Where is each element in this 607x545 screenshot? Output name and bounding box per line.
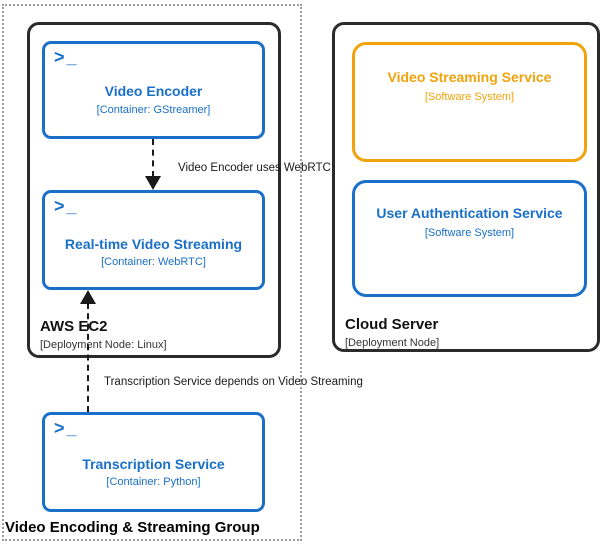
relationship-label: Transcription Service depends on Video S… [104,376,363,388]
container-transcription-service: >_ Transcription Service [Container: Pyt… [42,412,265,512]
system-title: Video Streaming Service [387,69,552,85]
container-video-encoder: >_ Video Encoder [Container: GStreamer] [42,41,265,139]
node-aws-ec2-label: AWS EC2 [Deployment Node: Linux] [40,318,167,351]
node-subtitle: [Deployment Node] [345,337,440,349]
group-video-encoding-streaming: Video Encoding & Streaming Group [2,4,302,541]
node-title: Cloud Server [345,316,439,333]
system-user-authentication-service: User Authentication Service [Software Sy… [352,180,587,297]
terminal-icon: >_ [54,47,79,67]
arrowhead-up-icon [80,290,96,304]
container-title: Real-time Video Streaming [64,236,243,252]
relationship-line-transcription-to-realtime [87,303,89,412]
system-title: User Authentication Service [376,205,563,221]
node-cloud-server-label: Cloud Server [Deployment Node] [345,316,439,349]
node-subtitle: [Deployment Node: Linux] [40,339,167,351]
node-title: AWS EC2 [40,318,108,335]
system-video-streaming-service: Video Streaming Service [Software System… [352,42,587,162]
relationship-line-encoder-to-realtime [152,139,154,177]
container-realtime-video-streaming: >_ Real-time Video Streaming [Container:… [42,190,265,290]
system-subtitle: [Software System] [424,227,515,239]
container-subtitle: [Container: GStreamer] [96,104,211,116]
container-subtitle: [Container: WebRTC] [101,256,206,268]
container-title: Video Encoder [104,83,203,99]
relationship-label: Video Encoder uses WebRTC [178,162,331,174]
terminal-icon: >_ [54,196,79,216]
container-title: Transcription Service [82,456,225,472]
group-label: Video Encoding & Streaming Group [5,519,260,536]
container-subtitle: [Container: Python] [106,476,201,488]
arrowhead-down-icon [145,176,161,190]
system-subtitle: [Software System] [424,91,515,103]
terminal-icon: >_ [54,418,79,438]
